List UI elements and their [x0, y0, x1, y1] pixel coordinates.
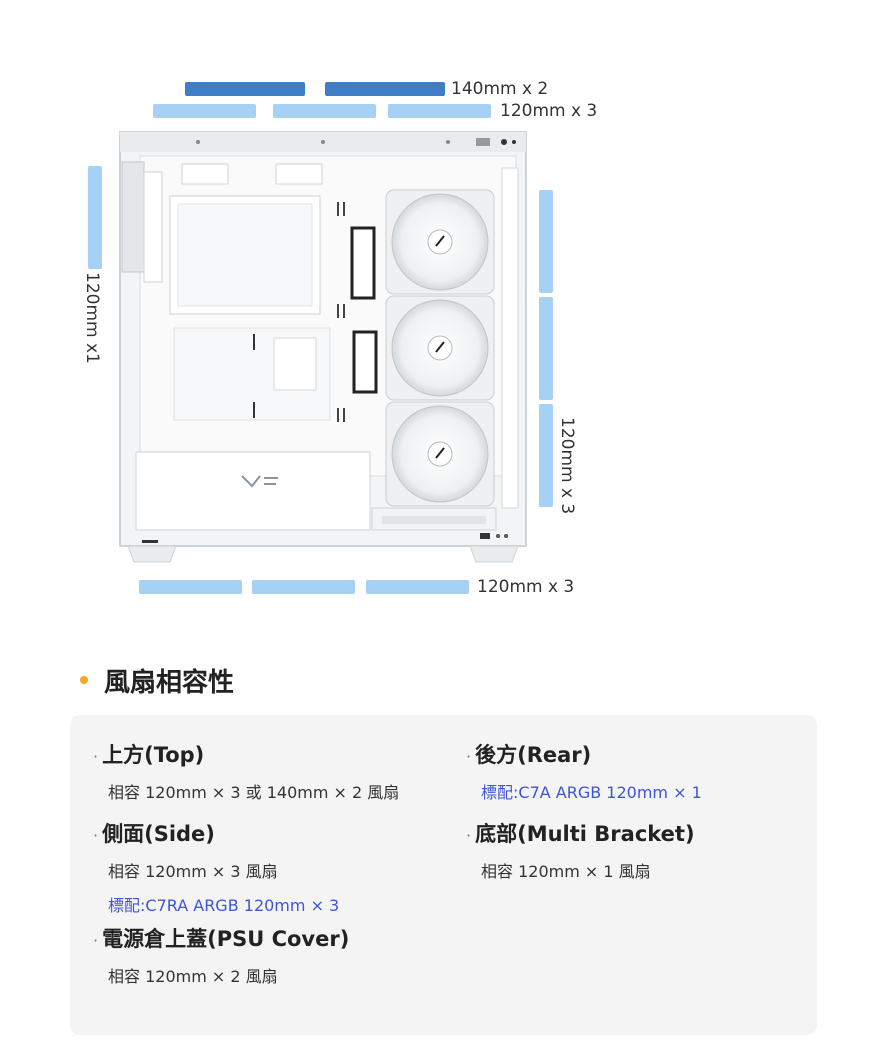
rear-fan-slot — [88, 166, 102, 269]
spec-side-stock: 標配:C7RA ARGB 120mm × 3 — [108, 896, 340, 915]
side-fan-slot-1 — [539, 190, 553, 293]
top-120mm-slot-3 — [388, 104, 491, 118]
bullet-icon: · — [93, 931, 99, 950]
bottom-fan-slot-2 — [252, 580, 355, 594]
spec-bottom-title: 底部(Multi Bracket) — [475, 822, 695, 846]
spec-psu-title: 電源倉上蓋(PSU Cover) — [102, 927, 350, 951]
spec-rear: ·後方(Rear) 標配:C7A ARGB 120mm × 1 — [466, 739, 702, 803]
bullet-icon: · — [93, 747, 99, 766]
spec-rear-title: 後方(Rear) — [475, 743, 592, 767]
spec-top-line: 相容 120mm × 3 或 140mm × 2 風扇 — [108, 783, 400, 802]
top-140mm-slot-1 — [185, 82, 305, 96]
bottom-fan-slot-1 — [139, 580, 242, 594]
bullet-icon: · — [466, 826, 472, 845]
spec-rear-stock: 標配:C7A ARGB 120mm × 1 — [481, 783, 702, 802]
top-120mm-slot-1 — [153, 104, 256, 118]
bullet-icon: · — [93, 826, 99, 845]
top-120mm-label: 120mm x 3 — [500, 101, 598, 121]
spec-top: ·上方(Top) 相容 120mm × 3 或 140mm × 2 風扇 — [93, 739, 399, 803]
top-140mm-label: 140mm x 2 — [451, 79, 549, 99]
top-120mm-slot-2 — [273, 104, 376, 118]
spec-side-title: 側面(Side) — [102, 822, 215, 846]
spec-psu: ·電源倉上蓋(PSU Cover) 相容 120mm × 2 風扇 — [93, 923, 349, 987]
top-140mm-slot-2 — [325, 82, 445, 96]
pc-case-illustration — [119, 131, 527, 563]
side-fan-slot-3 — [539, 404, 553, 507]
bottom-fan-slot-3 — [366, 580, 469, 594]
spec-bottom-line: 相容 120mm × 1 風扇 — [481, 862, 651, 881]
spec-side-line: 相容 120mm × 3 風扇 — [108, 862, 278, 881]
spec-psu-line: 相容 120mm × 2 風扇 — [108, 967, 278, 986]
section-title: 風扇相容性 — [104, 668, 235, 698]
section-bullet — [80, 676, 88, 684]
spec-panel — [70, 715, 817, 1035]
spec-side: ·側面(Side) 相容 120mm × 3 風扇 標配:C7RA ARGB 1… — [93, 818, 339, 916]
bullet-icon: · — [466, 747, 472, 766]
rear-fan-label: 120mm x1 — [82, 272, 102, 364]
side-fan-slot-2 — [539, 297, 553, 400]
bottom-fan-label: 120mm x 3 — [477, 577, 575, 597]
spec-top-title: 上方(Top) — [102, 743, 205, 767]
spec-bottom: ·底部(Multi Bracket) 相容 120mm × 1 風扇 — [466, 818, 695, 882]
side-fan-label: 120mm x 3 — [557, 417, 577, 515]
